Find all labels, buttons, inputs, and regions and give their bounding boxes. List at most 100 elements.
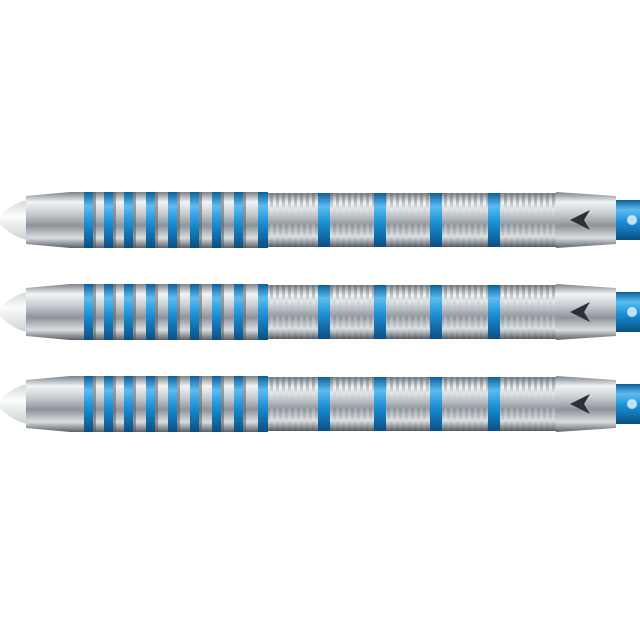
knurl-groove	[366, 377, 369, 431]
knurl-groove	[300, 377, 303, 431]
knurl-groove	[450, 377, 453, 431]
knurl-groove	[354, 193, 357, 247]
ring-shadow	[177, 376, 180, 432]
ring-shadow	[177, 192, 180, 248]
logo-icon	[570, 394, 590, 414]
blue-ring	[84, 284, 93, 340]
knurl-groove	[390, 285, 393, 339]
knurl-groove	[510, 285, 513, 339]
blue-ring	[212, 192, 221, 248]
knurl-groove	[276, 377, 279, 431]
rear-collar	[556, 376, 616, 432]
soft-tip	[0, 292, 28, 332]
knurl-groove	[372, 377, 375, 431]
knurl-groove	[294, 377, 297, 431]
ring-shadow	[155, 376, 158, 432]
knurl-groove	[270, 377, 273, 431]
blue-band	[318, 285, 330, 339]
knurl-groove	[486, 285, 489, 339]
knurl-groove	[540, 193, 543, 247]
blue-ring	[168, 284, 177, 340]
ring-shadow	[243, 192, 246, 248]
knurl-groove	[330, 285, 333, 339]
ring-shadow	[221, 192, 224, 248]
knurl-groove	[306, 377, 309, 431]
knurl-groove	[546, 193, 549, 247]
blue-ring	[234, 376, 243, 432]
knurl-groove	[522, 285, 525, 339]
blue-band	[430, 285, 442, 339]
knurl-groove	[420, 285, 423, 339]
ring-shadow	[133, 284, 136, 340]
knurl-groove	[408, 377, 411, 431]
knurl-groove	[306, 193, 309, 247]
knurl-groove	[546, 285, 549, 339]
knurl-groove	[402, 285, 405, 339]
soft-tip	[0, 200, 28, 240]
knurl-groove	[390, 377, 393, 431]
knurl-groove	[342, 285, 345, 339]
knurl-groove	[480, 285, 483, 339]
blue-ring	[124, 284, 133, 340]
knurl-groove	[312, 285, 315, 339]
shaft-logo-icon	[627, 399, 637, 409]
blue-ring	[104, 284, 113, 340]
knurl-groove	[468, 377, 471, 431]
knurl-groove	[414, 193, 417, 247]
knurl-groove	[444, 285, 447, 339]
knurl-groove	[282, 377, 285, 431]
knurl-groove	[516, 285, 519, 339]
knurl-groove	[462, 285, 465, 339]
soft-tip	[0, 384, 28, 424]
knurl-groove	[480, 193, 483, 247]
knurl-groove	[528, 377, 531, 431]
blue-ring	[146, 376, 155, 432]
front-nose	[26, 192, 70, 248]
front-barrel	[70, 284, 260, 340]
divider-ring	[258, 376, 268, 432]
knurl-groove	[306, 285, 309, 339]
knurl-groove	[408, 285, 411, 339]
dart-bottom	[0, 376, 640, 432]
knurl-groove	[360, 377, 363, 431]
divider-ring	[258, 192, 268, 248]
knurl-groove	[426, 285, 429, 339]
ring-shadow	[243, 284, 246, 340]
ring-shadow	[113, 192, 116, 248]
ring-shadow	[93, 376, 96, 432]
knurl-groove	[396, 285, 399, 339]
ring-shadow	[199, 284, 202, 340]
knurl-groove	[486, 377, 489, 431]
knurl-groove	[288, 193, 291, 247]
knurl-groove	[348, 377, 351, 431]
knurl-groove	[414, 377, 417, 431]
knurl-groove	[414, 285, 417, 339]
knurl-groove	[360, 193, 363, 247]
ring-shadow	[199, 376, 202, 432]
dart-top	[0, 192, 640, 248]
ring-shadow	[155, 192, 158, 248]
knurl-groove	[468, 285, 471, 339]
blue-ring	[124, 192, 133, 248]
knurl-groove	[522, 193, 525, 247]
knurl-groove	[540, 285, 543, 339]
knurl-groove	[528, 193, 531, 247]
ring-shadow	[199, 192, 202, 248]
knurl-groove	[408, 193, 411, 247]
knurl-groove	[348, 285, 351, 339]
knurl-groove	[456, 193, 459, 247]
knurl-groove	[510, 193, 513, 247]
knurl-groove	[450, 285, 453, 339]
knurl-groove	[276, 285, 279, 339]
shaft-logo-icon	[627, 215, 637, 225]
knurl-groove	[288, 377, 291, 431]
knurl-groove	[372, 285, 375, 339]
knurl-groove	[342, 193, 345, 247]
knurl-groove	[348, 193, 351, 247]
knurl-groove	[462, 193, 465, 247]
knurl-groove	[396, 377, 399, 431]
knurl-groove	[294, 193, 297, 247]
knurl-groove	[330, 377, 333, 431]
knurl-groove	[516, 193, 519, 247]
blue-band	[488, 377, 500, 431]
